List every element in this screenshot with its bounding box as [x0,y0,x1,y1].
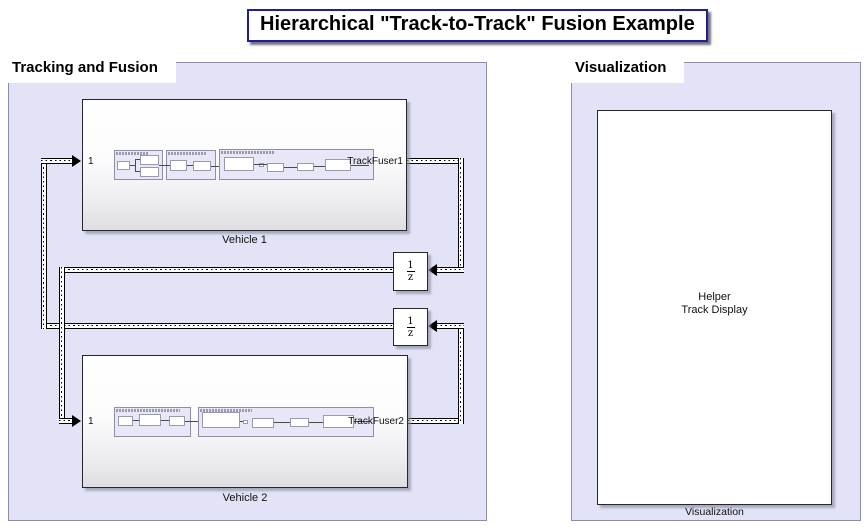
wire-into-vehicle2[interactable] [59,418,73,424]
vehicle2-name-label: Vehicle 2 [222,492,268,504]
thumb-line [130,165,135,166]
wire-unitdelay1-down[interactable] [59,267,65,424]
thumb-line [254,164,267,165]
vehicle1-block[interactable]: 1 TrackFuser1 [82,99,407,231]
thumb-block [169,416,185,426]
thumb-block [139,414,161,426]
helper-track-display-block[interactable]: Helper Track Display [597,110,832,505]
thumb-line [161,420,169,421]
unit-delay2-block[interactable]: 1 z [393,308,428,346]
thumb-line [185,421,202,422]
thumb-title [221,151,275,154]
thumb-line [133,420,139,421]
thumb-block [224,157,254,171]
vehicle2-block[interactable]: 1 TrackFuser2 [82,355,408,488]
numerator: 1 [407,315,414,327]
helper-text-line2: Track Display [681,304,748,316]
thumb-block [193,161,211,171]
thumb-title [116,152,149,155]
wire-into-unitdelay1[interactable] [436,267,464,273]
thumb-title [116,409,180,412]
thumb-title [168,152,207,155]
thumb-block [267,163,284,172]
wire-trackfuser2-out[interactable] [408,418,464,424]
thumb-line [284,167,297,168]
arrowhead-unitdelay1-in [428,264,437,276]
denominator: z [407,327,414,339]
thumb-block [118,416,133,426]
arrowhead-unitdelay2-in [428,320,437,332]
thumb-line [354,421,369,422]
denominator: z [407,272,414,283]
thumb-line [274,422,290,423]
thumb-line [136,159,140,160]
thumb-line [351,165,369,166]
thumb-line [309,422,323,423]
vehicle1-name-label: Vehicle 1 [222,234,267,246]
wire-unitdelay1-out[interactable] [59,267,393,273]
wire-into-vehicle1[interactable] [41,158,73,164]
thumb-block [290,418,309,427]
area-visualization-label: Visualization [571,57,685,83]
vehicle2-outport-label: TrackFuser2 [348,416,404,427]
fraction-bar [406,271,415,272]
thumb-line [211,166,224,167]
thumb-block [297,163,314,171]
thumb-line [187,165,193,166]
fraction-bar [406,326,415,328]
arrowhead-vehicle2-in [72,415,81,427]
thumb-block [202,412,240,428]
thumb-block [140,167,159,177]
thumb-line [314,166,325,167]
wire-into-unitdelay2[interactable] [436,323,464,329]
wire-trackfuser2-up[interactable] [458,323,464,424]
wire-trackfuser1-down[interactable] [458,158,464,273]
thumb-block [252,418,274,428]
thumb-block [140,155,159,165]
diagram-title[interactable]: Hierarchical "Track-to-Track" Fusion Exa… [247,9,708,42]
thumb-line [159,165,170,166]
thumb-block [325,159,351,171]
visualization-name-label: Visualization [685,506,744,518]
thumb-block [323,415,354,428]
unit-delay1-fraction: 1 z [406,260,415,283]
thumb-line [135,159,136,172]
thumb-block [243,420,248,424]
vehicle1-outport-label: TrackFuser1 [347,156,403,167]
thumb-block [170,160,187,171]
unit-delay2-fraction: 1 z [406,315,415,339]
helper-text-line1: Helper [698,291,731,303]
vehicle1-inport-label: 1 [88,156,94,167]
thumb-line [136,171,140,172]
vehicle2-inport-label: 1 [88,416,94,427]
thumb-block [259,163,264,167]
wire-trackfuser1-out[interactable] [407,158,464,164]
arrowhead-vehicle1-in [72,155,81,167]
helper-track-display-text: Helper Track Display [598,291,831,317]
wire-unitdelay2-out[interactable] [41,323,393,329]
area-tracking-label: Tracking and Fusion [8,57,176,83]
thumb-block [117,161,130,170]
numerator: 1 [407,260,414,271]
thumb-title [200,409,253,412]
unit-delay1-block[interactable]: 1 z [393,252,428,291]
thumb-line [240,421,243,422]
wire-unitdelay2-up[interactable] [41,158,47,329]
